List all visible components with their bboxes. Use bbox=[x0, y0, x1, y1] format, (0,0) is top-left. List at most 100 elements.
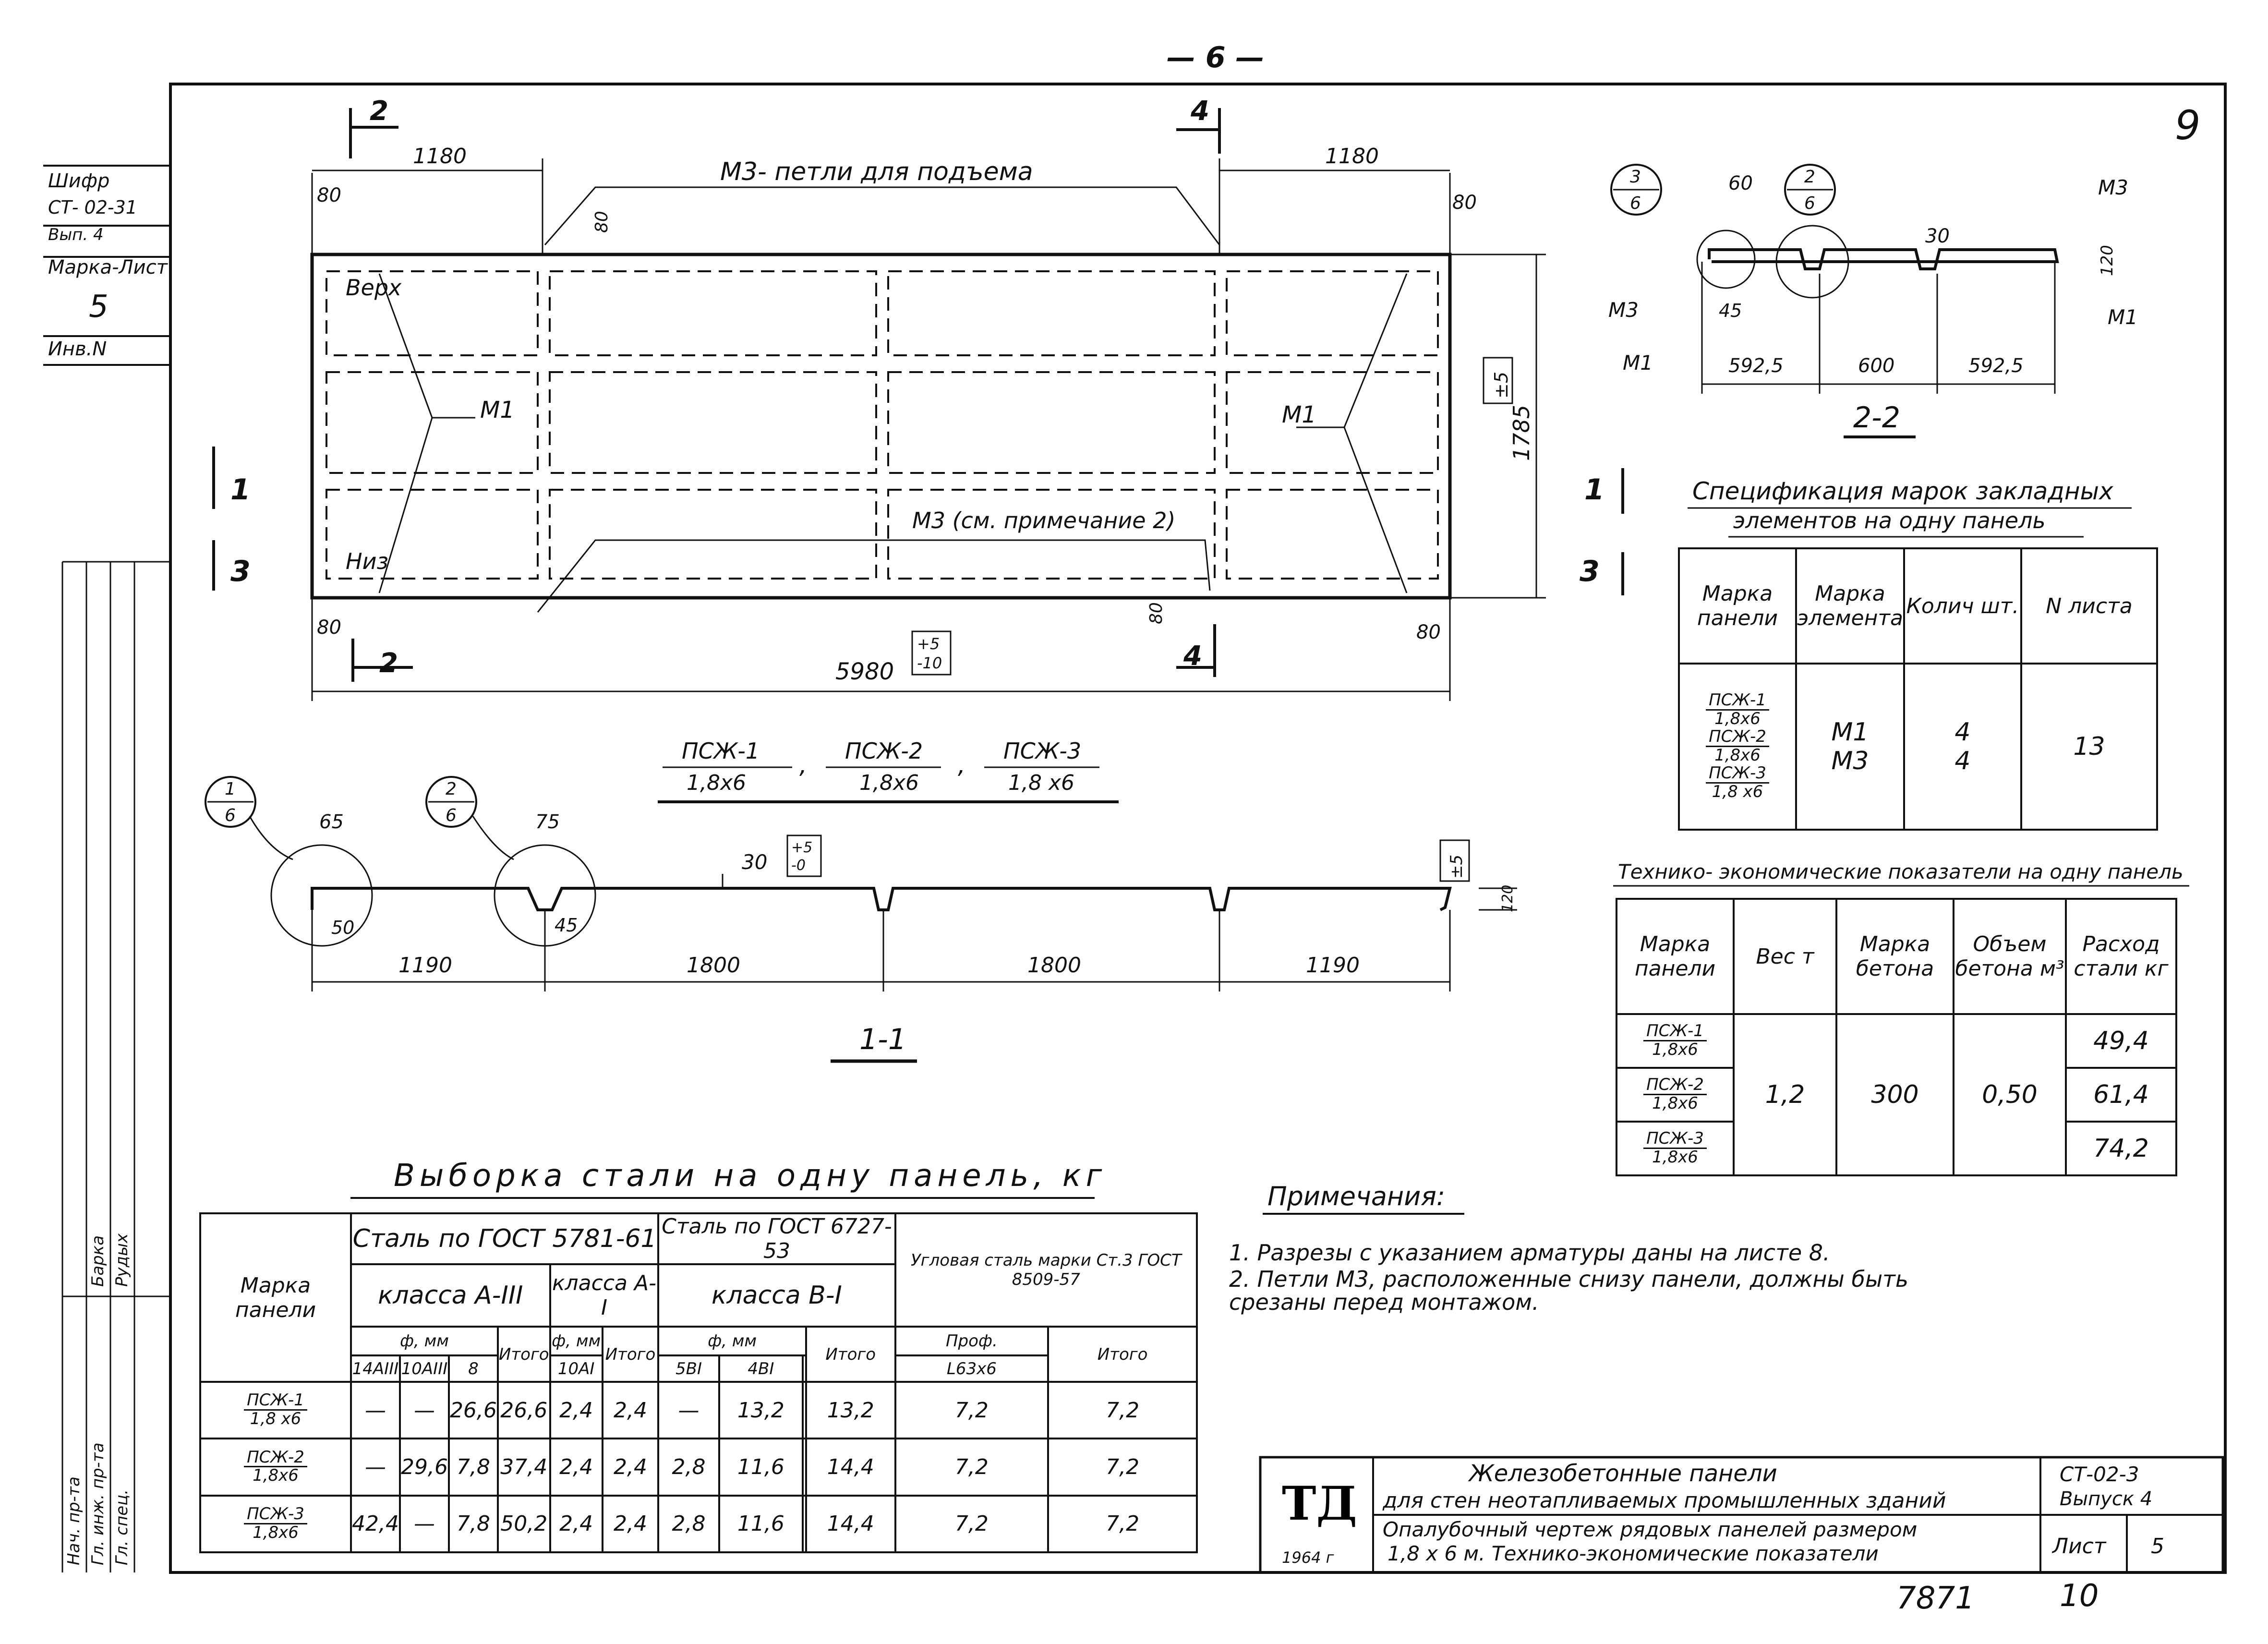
panel-recesses bbox=[326, 270, 1439, 580]
s22-d60: 60 bbox=[1728, 172, 1753, 194]
table-cell: 14,4 bbox=[805, 1494, 896, 1554]
s11-d65: 65 bbox=[319, 811, 344, 833]
dim-80-tr: 80 bbox=[1452, 192, 1477, 214]
steel-h-g1: Сталь по ГОСТ 5781-61 bbox=[350, 1212, 660, 1265]
tb-issue: Выпуск 4 bbox=[2060, 1488, 2152, 1510]
page-mark: — 6 — bbox=[1167, 41, 1265, 74]
steel-sub2: 10АI bbox=[549, 1354, 603, 1383]
table-cell: 7,2 bbox=[894, 1380, 1050, 1440]
section-2-2: 3 6 2 6 60 30 120 45 М3 М1 М3 М1 592,5 6… bbox=[1608, 164, 2138, 438]
s11-span1: 1190 bbox=[398, 953, 452, 978]
tol-length-plus: +5 bbox=[917, 635, 940, 653]
table-cell bbox=[802, 1438, 807, 1497]
svg-text:,: , bbox=[958, 751, 965, 779]
m1-right: М1 bbox=[1282, 401, 1316, 428]
section-1-1: 1 6 2 6 65 75 50 45 30 +5 -0 ±5 120 1190… bbox=[205, 776, 1517, 1063]
s22-callout1-num: 3 bbox=[1630, 167, 1641, 187]
pt1-num: ПСЖ-1 bbox=[682, 738, 760, 764]
spec-h-count: Колич шт. bbox=[1903, 547, 2022, 665]
sec-mark-2-top: 2 bbox=[370, 96, 388, 127]
table-cell: 11,6 bbox=[718, 1438, 804, 1497]
table-cell: 2,8 bbox=[657, 1494, 720, 1554]
table-cell: 7,8 bbox=[447, 1494, 499, 1554]
s22-callout2-den: 6 bbox=[1804, 193, 1815, 213]
s11-tol1-plus: +5 bbox=[791, 839, 812, 856]
s22-w1: 592,5 bbox=[1728, 355, 1784, 377]
tech-table: Марка панели Вес т Марка бетона Объем бе… bbox=[1616, 898, 2177, 1176]
s11-d75: 75 bbox=[535, 811, 560, 833]
table-cell: — bbox=[657, 1380, 720, 1440]
s22-d120: 120 bbox=[2098, 245, 2117, 276]
s22-w3: 592,5 bbox=[1968, 355, 2024, 377]
s22-w2: 600 bbox=[1858, 355, 1894, 377]
steel-h-phi2: ф, мм bbox=[549, 1326, 603, 1356]
steel-h-mark: Марка панели bbox=[199, 1212, 352, 1383]
dim-length: 5980 bbox=[835, 658, 894, 685]
steel-sub1-a: 14АIII bbox=[350, 1354, 401, 1383]
tech-h-volume: Объем бетона м³ bbox=[1953, 898, 2067, 1015]
tech-concrete: 300 bbox=[1835, 1013, 1954, 1176]
tb-title1: Железобетонные панели bbox=[1468, 1460, 1777, 1487]
s11-callout1-num: 1 bbox=[225, 779, 236, 799]
steel-prof-val: L63х6 bbox=[894, 1354, 1050, 1383]
sig-name-1: Барка bbox=[88, 1235, 108, 1287]
steel-h-class2: класса А-I bbox=[549, 1263, 660, 1328]
steel-h-class3: класса В-I bbox=[657, 1263, 896, 1328]
s11-tol2: ±5 bbox=[1447, 855, 1466, 879]
dim-top-left: 1180 bbox=[413, 144, 467, 169]
s22-d30: 30 bbox=[1925, 225, 1950, 247]
s22-title: 2-2 bbox=[1853, 401, 1900, 435]
dim-80-mid: 80 bbox=[592, 211, 612, 233]
m1-left: М1 bbox=[480, 397, 515, 423]
table-cell: 14,4 bbox=[805, 1438, 896, 1497]
steel-h-itogo4: Итого bbox=[1047, 1326, 1198, 1383]
code-line1: СТ- 02-31 bbox=[48, 197, 137, 218]
inv-label: Инв.N bbox=[48, 338, 107, 360]
pt1-den: 1,8х6 bbox=[687, 771, 746, 795]
s22-m1-left: М1 bbox=[1623, 351, 1653, 375]
sec-mark-1-right: 1 bbox=[1584, 473, 1604, 507]
steel-sub1-b: 10АIII bbox=[398, 1354, 450, 1383]
table-cell: 2,4 bbox=[549, 1438, 603, 1497]
s11-callout1-den: 6 bbox=[225, 806, 236, 825]
table-cell: 7,2 bbox=[894, 1438, 1050, 1497]
marka-list-value: 5 bbox=[89, 289, 109, 325]
spec-title-1: Спецификация марок закладных bbox=[1692, 477, 2113, 505]
table-cell bbox=[802, 1494, 807, 1554]
sec-mark-4-top: 4 bbox=[1190, 96, 1209, 127]
code-line2: Вып. 4 bbox=[48, 225, 104, 244]
steel-h-itogo2: Итого bbox=[601, 1326, 660, 1383]
table-cell: — bbox=[350, 1438, 401, 1497]
table-cell: — bbox=[398, 1494, 450, 1554]
corner-sheet-number: 9 bbox=[2175, 102, 2200, 149]
tol-length-minus: -10 bbox=[917, 654, 942, 672]
left-stamp: Шифр СТ- 02-31 Вып. 4 Марка-Лист 5 Инв.N… bbox=[43, 165, 170, 1572]
sig-name-2: Рудых bbox=[112, 1233, 132, 1287]
table-cell: 2,4 bbox=[549, 1380, 603, 1440]
table-cell: 29,6 bbox=[398, 1438, 450, 1497]
s11-d50: 50 bbox=[331, 917, 354, 938]
s22-m3-left: М3 bbox=[1608, 298, 1639, 322]
sig-1: Нач. пр-та bbox=[64, 1476, 84, 1565]
loops-title: М3- петли для подъема bbox=[720, 157, 1033, 186]
s11-d45: 45 bbox=[555, 915, 578, 936]
s11-span4: 1190 bbox=[1306, 953, 1360, 978]
steel-sub1-c: 8 bbox=[447, 1354, 499, 1383]
table-cell: 7,8 bbox=[447, 1438, 499, 1497]
tb-desc1: Опалубочный чертеж рядовых панелей разме… bbox=[1383, 1518, 1917, 1541]
tech-steel-1: 49,4 bbox=[2065, 1013, 2177, 1069]
tb-year: 1964 г bbox=[1282, 1548, 1334, 1567]
steel-h-prof: Проф. bbox=[894, 1326, 1050, 1356]
table-cell: 11,6 bbox=[718, 1494, 804, 1554]
s11-tol1-minus: -0 bbox=[791, 857, 806, 874]
steel-h-itogo3: Итого bbox=[805, 1326, 896, 1383]
marka-list-label: Марка-Лист bbox=[48, 256, 169, 278]
dim-height: 1785 bbox=[1508, 405, 1534, 461]
table-cell bbox=[802, 1380, 807, 1440]
